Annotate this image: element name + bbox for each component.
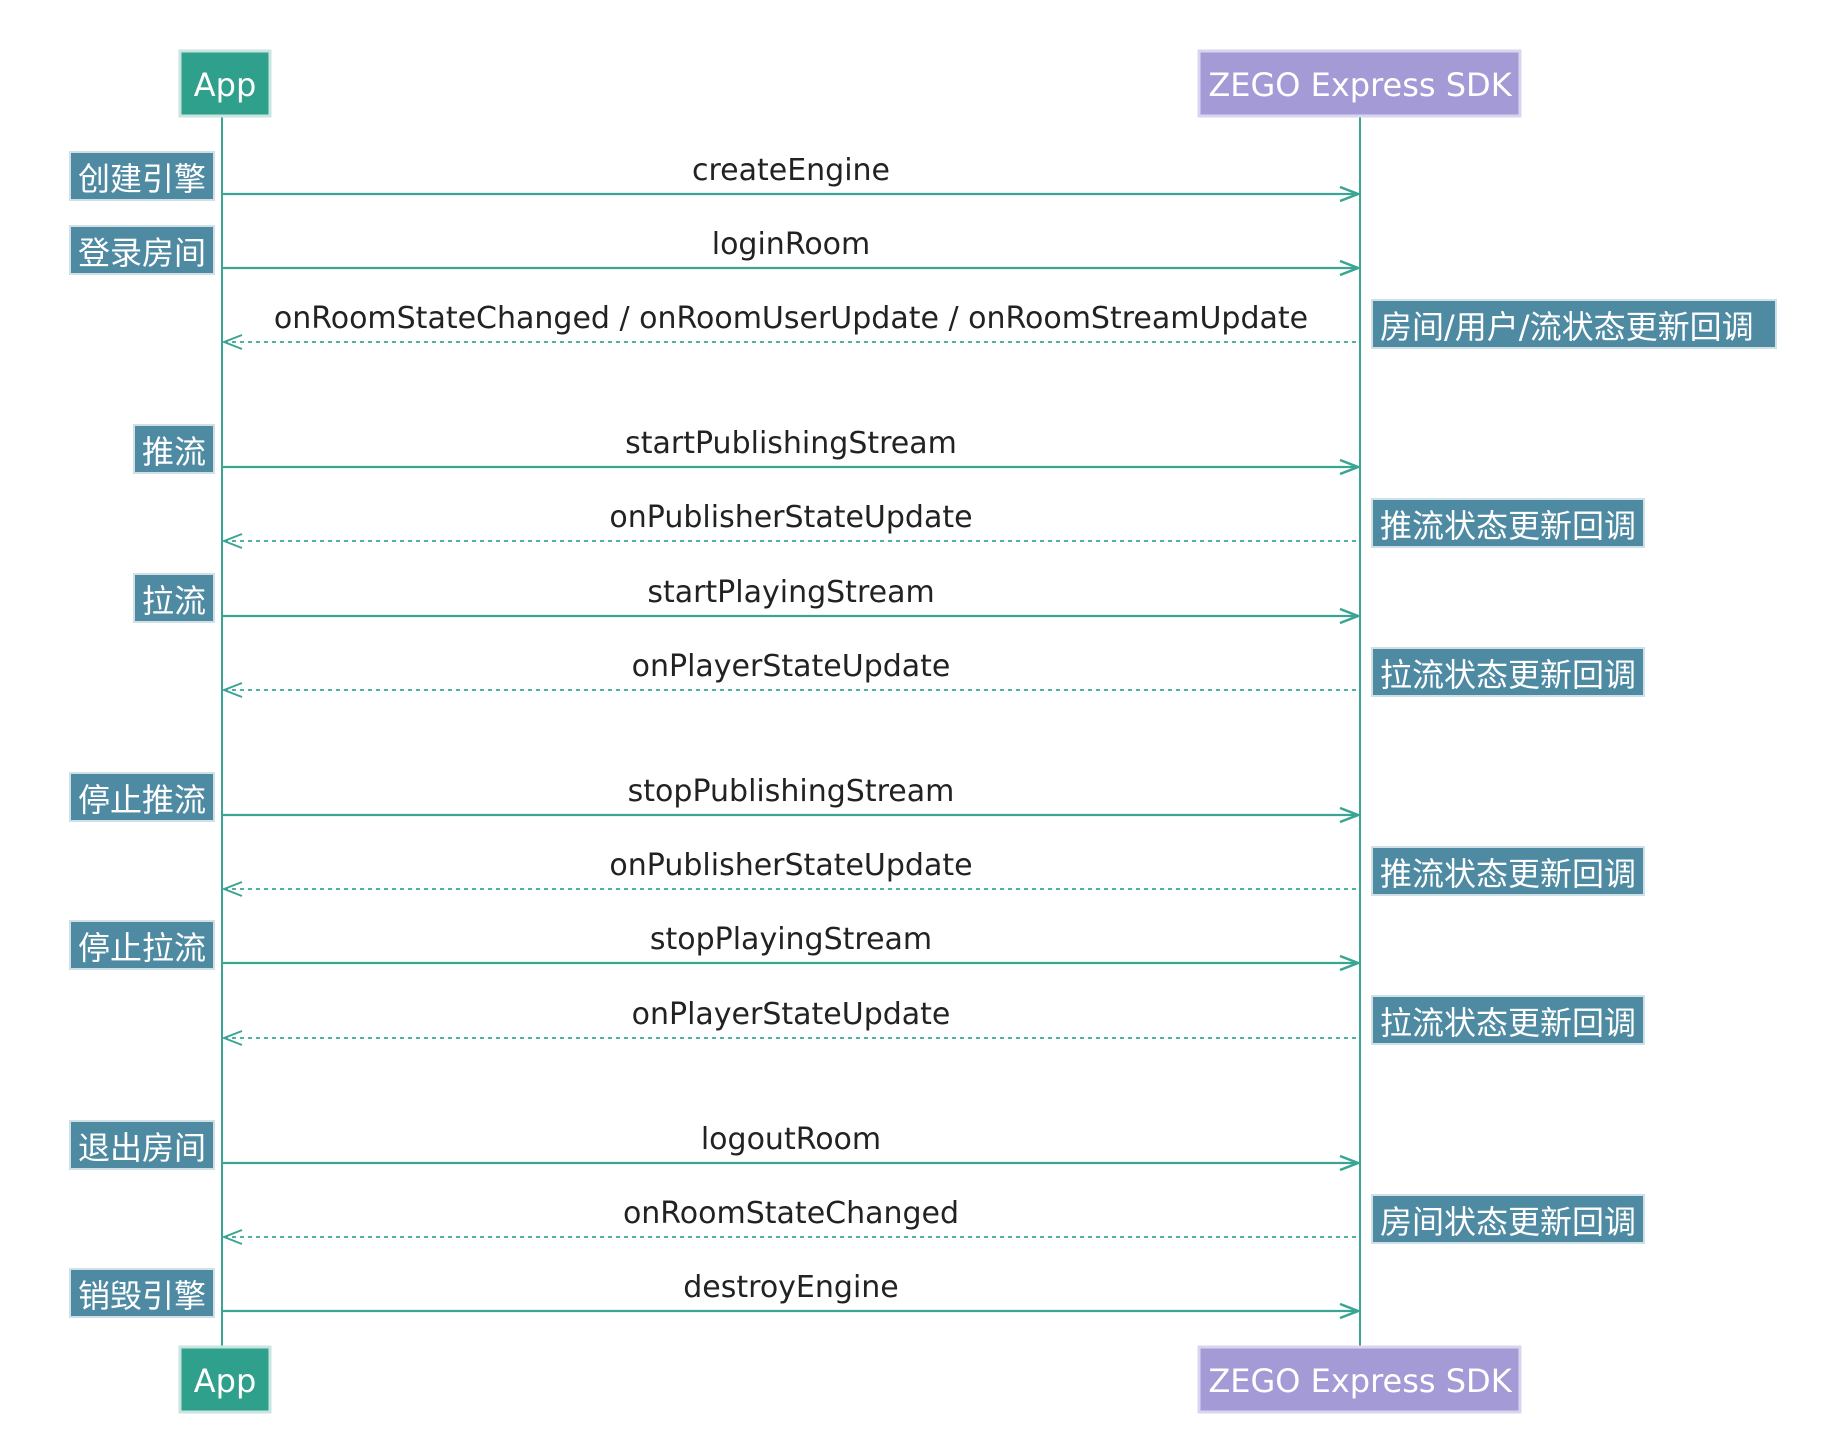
callback-tag-label: 拉流状态更新回调: [1380, 656, 1636, 694]
action-tag-label: 销毁引擎: [78, 1277, 206, 1315]
message-5: onPublisherStateUpdate 推流状态更新回调: [224, 498, 1645, 548]
action-tag: 停止拉流: [69, 920, 215, 970]
message-8: stopPublishingStream 停止推流: [69, 772, 1358, 822]
message-4: startPublishingStream 推流: [133, 424, 1358, 474]
message-label: onRoomStateChanged / onRoomUserUpdate / …: [274, 301, 1308, 336]
action-tag-box: [69, 1268, 215, 1318]
callback-tag: 房间状态更新回调: [1371, 1194, 1645, 1244]
message-label: onPublisherStateUpdate: [609, 500, 972, 535]
message-label: startPublishingStream: [625, 426, 957, 461]
callback-tag-box: [1371, 647, 1645, 697]
callback-tag-box: [1371, 498, 1645, 548]
action-tag: 推流: [133, 424, 215, 474]
action-tag-label: 停止拉流: [78, 929, 206, 967]
message-label: onPublisherStateUpdate: [609, 848, 972, 883]
message-14: destroyEngine 销毁引擎: [69, 1268, 1358, 1318]
message-1: createEngine 创建引擎: [69, 151, 1358, 201]
message-10: stopPlayingStream 停止拉流: [69, 920, 1358, 970]
messages: createEngine 创建引擎 loginRoom 登录房间 onRoomState…: [69, 151, 1777, 1318]
message-12: logoutRoom 退出房间: [69, 1120, 1358, 1170]
message-3: onRoomStateChanged / onRoomUserUpdate / …: [224, 299, 1777, 349]
action-tag: 退出房间: [69, 1120, 215, 1170]
message-11: onPlayerStateUpdate 拉流状态更新回调: [224, 995, 1645, 1045]
message-label: onRoomStateChanged: [623, 1196, 959, 1231]
message-label: loginRoom: [712, 227, 871, 262]
action-tag-box: [133, 424, 215, 474]
message-2: loginRoom 登录房间: [69, 225, 1358, 275]
sdk-label-top: ZEGO Express SDK: [1208, 66, 1512, 104]
message-label: logoutRoom: [701, 1122, 881, 1157]
action-tag: 销毁引擎: [69, 1268, 215, 1318]
callback-tag: 推流状态更新回调: [1371, 498, 1645, 548]
callback-tag-box: [1371, 995, 1645, 1045]
message-9: onPublisherStateUpdate 推流状态更新回调: [224, 846, 1645, 896]
action-tag-box: [69, 151, 215, 201]
action-tag: 创建引擎: [69, 151, 215, 201]
app-participant-bottom: App: [178, 1345, 272, 1414]
action-tag-label: 创建引擎: [78, 160, 206, 198]
callback-tag: 拉流状态更新回调: [1371, 995, 1645, 1045]
message-6: startPlayingStream 拉流: [133, 573, 1358, 623]
sdk-participant-top: ZEGO Express SDK: [1197, 49, 1522, 118]
message-label: onPlayerStateUpdate: [632, 649, 951, 684]
callback-tag-label: 房间/用户/流状态更新回调: [1380, 308, 1754, 346]
app-participant-top: App: [178, 49, 272, 118]
action-tag-label: 拉流: [142, 582, 206, 620]
callback-tag: 推流状态更新回调: [1371, 846, 1645, 896]
message-label: startPlayingStream: [647, 575, 934, 610]
callback-tag: 房间/用户/流状态更新回调: [1371, 299, 1777, 349]
action-tag: 停止推流: [69, 772, 215, 822]
action-tag: 拉流: [133, 573, 215, 623]
sdk-label-bottom: ZEGO Express SDK: [1208, 1362, 1512, 1400]
callback-tag-label: 拉流状态更新回调: [1380, 1004, 1636, 1042]
callback-tag-box: [1371, 1194, 1645, 1244]
action-tag-box: [133, 573, 215, 623]
callback-tag-label: 推流状态更新回调: [1380, 507, 1636, 545]
action-tag-box: [69, 920, 215, 970]
message-label: stopPublishingStream: [628, 774, 955, 809]
message-13: onRoomStateChanged 房间状态更新回调: [224, 1194, 1645, 1244]
message-label: destroyEngine: [683, 1270, 899, 1305]
callback-tag-box: [1371, 299, 1777, 349]
app-label-top: App: [194, 66, 257, 104]
message-label: createEngine: [692, 153, 890, 188]
action-tag-box: [69, 772, 215, 822]
action-tag-label: 登录房间: [78, 234, 206, 272]
action-tag-box: [69, 1120, 215, 1170]
sdk-participant-bottom: ZEGO Express SDK: [1197, 1345, 1522, 1414]
callback-tag: 拉流状态更新回调: [1371, 647, 1645, 697]
callback-tag-box: [1371, 846, 1645, 896]
action-tag-label: 停止推流: [78, 781, 206, 819]
message-label: stopPlayingStream: [650, 922, 932, 957]
app-label-bottom: App: [194, 1362, 257, 1400]
action-tag-box: [69, 225, 215, 275]
action-tag-label: 推流: [142, 433, 206, 471]
action-tag-label: 退出房间: [78, 1129, 206, 1167]
callback-tag-label: 房间状态更新回调: [1380, 1203, 1636, 1241]
action-tag: 登录房间: [69, 225, 215, 275]
message-label: onPlayerStateUpdate: [632, 997, 951, 1032]
message-7: onPlayerStateUpdate 拉流状态更新回调: [224, 647, 1645, 697]
callback-tag-label: 推流状态更新回调: [1380, 855, 1636, 893]
